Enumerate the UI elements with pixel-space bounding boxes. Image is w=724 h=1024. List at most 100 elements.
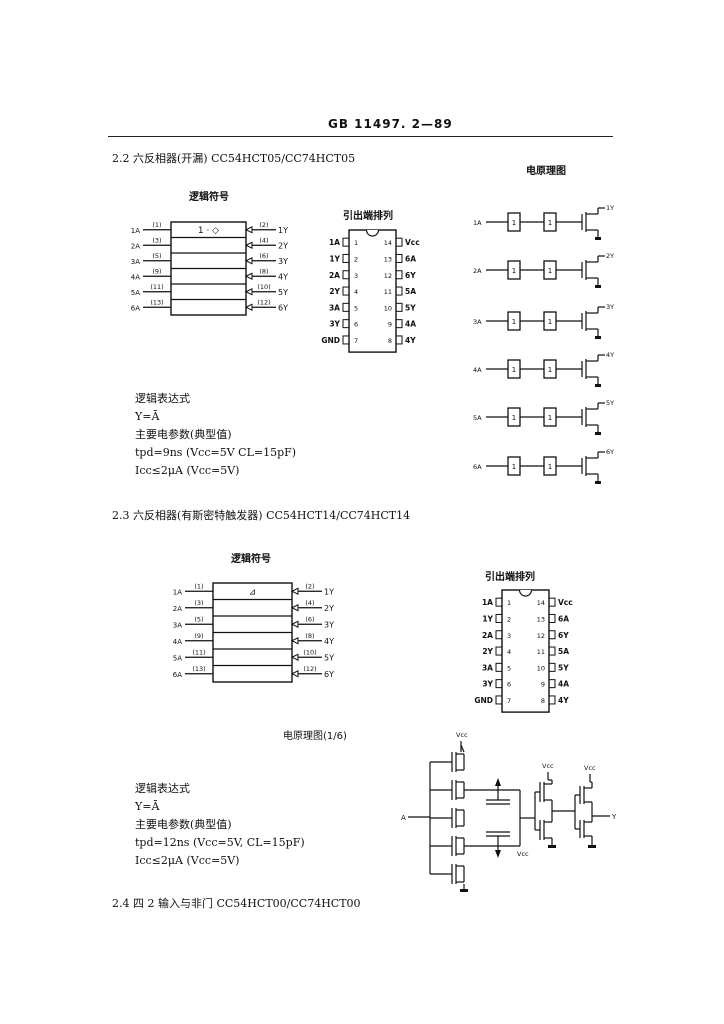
right-pin [395,286,403,296]
output-pin-number: (4) [259,236,268,244]
output-pin-number: (12) [257,298,270,306]
output-label: 3Y [606,303,614,311]
input-pin-number: (9) [194,632,203,640]
output-label: 4Y [606,351,614,359]
output-pin-number: (2) [305,582,314,590]
right-pin [548,597,556,607]
output-label: 1Y [606,204,614,212]
right-pin [395,253,403,263]
right-pin [548,630,556,640]
s22-logic-symbol-label: 逻辑符号 [189,192,229,203]
input-label: 2A [173,605,182,613]
inverter-label: 1 [512,219,516,227]
output-pin-number: (2) [259,221,268,229]
output-pin-number: (12) [303,665,316,673]
vcc-label: Vcc [456,731,468,739]
ground-symbol [595,384,601,387]
right-pin-label: 4Y [405,336,416,345]
input-a-label: A [401,814,406,822]
inverter-label: 1 [512,414,516,422]
right-pin-label: 6A [405,254,416,263]
section-2-4-title: 2.4 四 2 输入与非门 CC54HCT00/CC74HCT00 [112,897,361,910]
inverter-label: 1 [548,414,552,422]
output-label: 2Y [324,604,334,613]
right-pin-number: 13 [384,255,392,263]
left-pin-number: 1 [354,239,358,247]
inverter-label: 1 [548,463,552,471]
input-pin-number: (5) [152,252,161,260]
inverter-label: 1 [548,219,552,227]
right-pin-number: 10 [537,664,545,672]
inverter-label: 1 [548,366,552,374]
output-marker [290,636,299,645]
right-pin [395,319,403,329]
input-label: 3A [473,318,482,326]
section-2-2-title: 2.2 六反相器(开漏) CC54HCT05/CC74HCT05 [112,152,356,165]
output-marker [244,272,253,281]
input-pin-number: (11) [150,283,163,291]
output-marker [244,287,253,296]
input-label: 2A [131,242,140,250]
right-pin-number: 9 [541,681,545,689]
inverter-label: 1 [512,267,516,275]
right-pin-label: 6Y [558,631,569,640]
standard-number: GB 11497. 2—89 [328,117,453,131]
output-label: 5Y [606,399,614,407]
ground-symbol [595,237,601,240]
left-pin-number: 3 [354,272,358,280]
right-pin-label: 4A [558,680,569,689]
left-pin-label: 2Y [329,287,340,296]
s22-expression-block: 逻辑表达式 Y=Ā 主要电参数(典型值) tpd=9ns (Vcc=5V CL=… [135,390,296,480]
s23-logic-symbol: ⊿1A(1)1Y(2)2A(3)2Y(4)3A(5)3Y(6)4A(9)4Y(8… [173,582,334,683]
left-pin-label: 1Y [482,614,493,623]
ground-symbol [595,481,601,484]
right-pin-number: 9 [388,321,392,329]
right-pin-label: 5A [405,287,416,296]
header-rule [108,136,613,137]
right-pin [395,302,403,312]
output-pin-number: (10) [303,648,316,656]
input-label: 5A [173,654,182,662]
ic-notch [365,229,380,237]
output-label: 5Y [278,288,288,297]
s23-pinout-label: 引出端排列 [485,572,535,583]
ground-symbol [595,432,601,435]
s22-param-tpd: tpd=9ns (Vcc=5V CL=15pF) [135,446,297,459]
left-pin-label: 3A [482,663,493,672]
s23-logic-symbol-label: 逻辑符号 [231,554,271,565]
left-pin-label: 3A [329,303,340,312]
left-pin [342,286,350,296]
right-pin [395,270,403,280]
output-marker [244,256,253,265]
output-label: 6Y [324,670,334,679]
right-pin-number: 11 [537,648,545,656]
left-pin [342,237,350,247]
input-label: 3A [131,258,140,266]
input-label: 5A [473,414,482,422]
output-marker [290,603,299,612]
left-pin-number: 5 [507,664,511,672]
output-marker [244,303,253,312]
inverter-label: 1 [548,267,552,275]
left-pin [495,630,503,640]
right-pin-number: 14 [537,599,545,607]
output-label: 1Y [278,226,288,235]
left-pin [342,270,350,280]
output-label: 2Y [606,252,614,260]
output-pin-number: (10) [257,283,270,291]
ic-notch [518,589,533,597]
input-pin-number: (13) [150,298,163,306]
output-pin-number: (8) [259,267,268,275]
s22-param-icc: Icc≤2μA (Vcc=5V) [135,464,240,477]
output-label: 3Y [278,257,288,266]
output-label: 5Y [324,653,334,662]
left-pin [495,613,503,623]
input-label: 5A [131,289,140,297]
right-pin-number: 8 [541,697,545,705]
right-pin [548,613,556,623]
left-pin [495,679,503,689]
